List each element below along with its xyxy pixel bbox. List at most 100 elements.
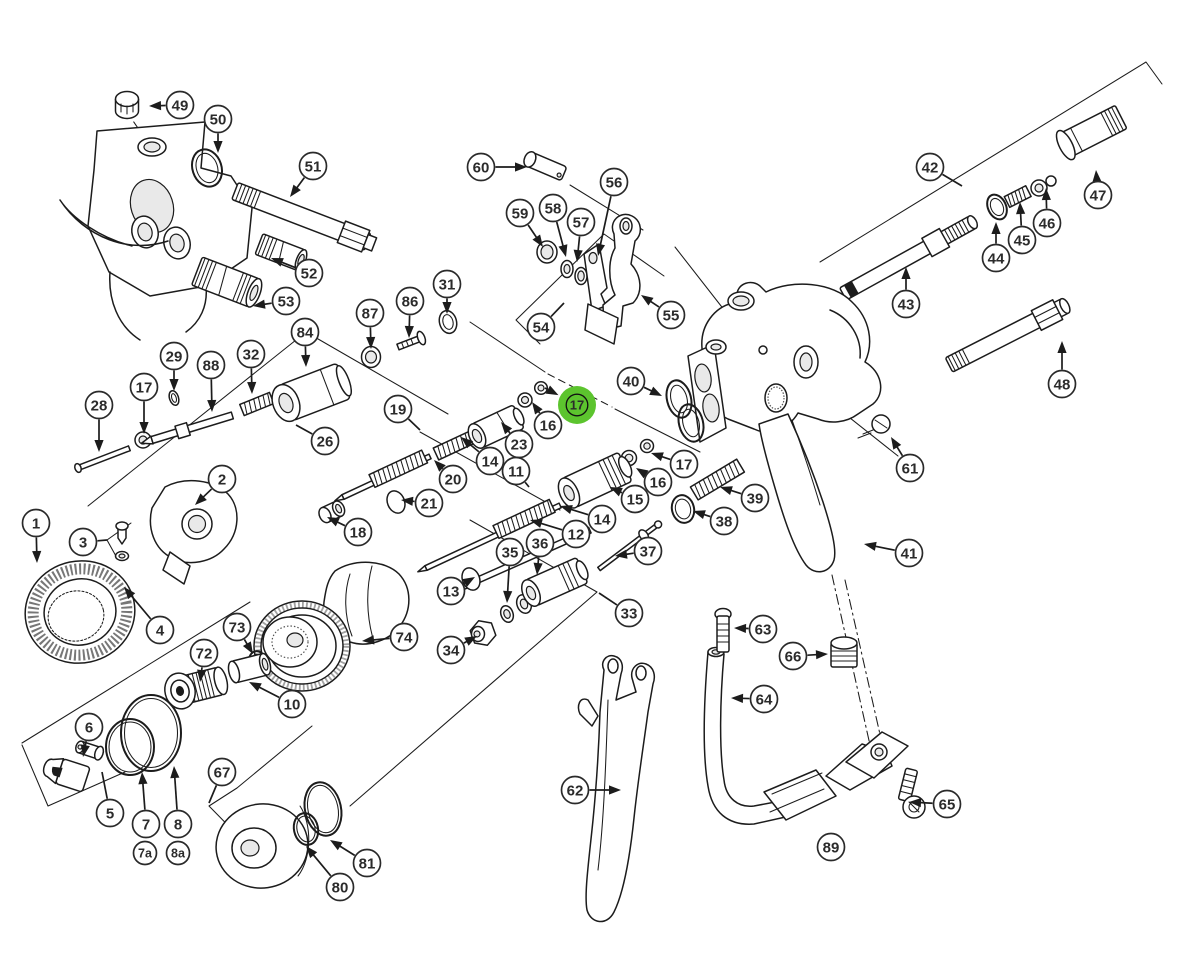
callout-15[interactable]: 15 <box>610 484 650 514</box>
callout-80[interactable]: 80 <box>306 846 355 902</box>
callout-58[interactable]: 58 <box>538 193 568 258</box>
part-15-valve <box>557 452 633 509</box>
callout-34[interactable]: 34 <box>436 635 478 665</box>
callout-50[interactable]: 50 <box>203 104 233 154</box>
callout-56[interactable]: 56 <box>596 167 629 257</box>
callout-29[interactable]: 29 <box>159 341 189 392</box>
callout-20[interactable]: 20 <box>434 460 468 494</box>
callout-43[interactable]: 43 <box>891 267 921 319</box>
part-1-ring <box>24 560 136 664</box>
callout-16[interactable]: 16 <box>636 467 673 497</box>
callout-number: 86 <box>402 293 419 310</box>
callout-28[interactable]: 28 <box>84 390 114 453</box>
callout-51[interactable]: 51 <box>290 151 328 198</box>
part-61-screw <box>857 414 891 439</box>
callout-38[interactable]: 38 <box>693 506 739 536</box>
callout-62[interactable]: 62 <box>560 775 622 805</box>
callout-number: 59 <box>512 205 529 222</box>
callout-11[interactable]: 11 <box>501 456 531 488</box>
callout-14[interactable]: 14 <box>560 504 617 534</box>
callout-number: 38 <box>716 513 733 530</box>
callout-12[interactable]: 12 <box>530 519 591 549</box>
callout-16[interactable]: 16 <box>532 402 563 440</box>
callout-64[interactable]: 64 <box>731 684 779 714</box>
callout-55[interactable]: 55 <box>641 295 686 330</box>
callout-10[interactable]: 10 <box>249 682 307 719</box>
callout-13[interactable]: 13 <box>436 576 476 606</box>
callout-72[interactable]: 72 <box>189 638 219 683</box>
callout-89[interactable]: 89 <box>816 832 846 862</box>
callout-number: 61 <box>902 460 919 477</box>
callout-49[interactable]: 49 <box>149 90 195 120</box>
callout-63[interactable]: 63 <box>734 614 778 644</box>
callout-44[interactable]: 44 <box>981 222 1011 273</box>
callout-number: 56 <box>606 174 623 191</box>
callout-32[interactable]: 32 <box>236 339 266 395</box>
callout-54[interactable]: 54 <box>526 302 565 342</box>
callout-52[interactable]: 52 <box>271 258 324 288</box>
callout-17[interactable]: 17 <box>129 372 159 435</box>
callout-74[interactable]: 74 <box>362 622 419 652</box>
callout-5[interactable]: 5 <box>95 771 125 828</box>
callout-53[interactable]: 53 <box>253 286 301 316</box>
part-2-housing <box>149 480 238 585</box>
callout-7[interactable]: 7 <box>131 772 161 839</box>
callout-45[interactable]: 45 <box>1007 202 1037 255</box>
part-14-spring-a <box>432 428 480 461</box>
callout-61[interactable]: 61 <box>891 437 925 483</box>
callout-26[interactable]: 26 <box>295 424 340 456</box>
callout-87[interactable]: 87 <box>355 298 385 350</box>
callout-7a[interactable]: 7a <box>132 840 158 866</box>
part-5-nozzle <box>42 757 91 793</box>
callout-18[interactable]: 18 <box>327 517 373 547</box>
part-18-cap <box>318 500 346 524</box>
callout-number: 81 <box>359 855 376 872</box>
callout-37[interactable]: 37 <box>615 536 663 566</box>
callout-47[interactable]: 47 <box>1083 170 1113 210</box>
callout-39[interactable]: 39 <box>720 483 770 513</box>
part-66-canister <box>830 636 858 668</box>
callout-17[interactable]: 17 <box>651 449 699 479</box>
callout-81[interactable]: 81 <box>330 840 382 878</box>
callout-3[interactable]: 3 <box>68 527 108 557</box>
callout-66[interactable]: 66 <box>778 641 829 671</box>
callout-number: 72 <box>196 645 213 662</box>
callout-35[interactable]: 35 <box>495 537 525 604</box>
callout-31[interactable]: 31 <box>432 269 462 315</box>
callout-number: 19 <box>390 401 407 418</box>
callout-33[interactable]: 33 <box>598 592 644 628</box>
callout-42[interactable]: 42 <box>915 152 963 187</box>
callout-6[interactable]: 6 <box>74 712 104 758</box>
callout-number: 17 <box>676 456 693 473</box>
callout-14[interactable]: 14 <box>461 437 505 476</box>
callout-84[interactable]: 84 <box>290 317 320 368</box>
callout-73[interactable]: 73 <box>222 612 254 655</box>
callout-59[interactable]: 59 <box>505 198 544 248</box>
callout-number: 26 <box>317 433 334 450</box>
callout-8a[interactable]: 8a <box>165 840 191 866</box>
callout-23[interactable]: 23 <box>501 422 534 459</box>
callout-number: 37 <box>640 543 657 560</box>
callout-1[interactable]: 1 <box>21 508 51 564</box>
callout-86[interactable]: 86 <box>395 286 425 339</box>
callout-36[interactable]: 36 <box>525 528 555 576</box>
callout-4[interactable]: 4 <box>124 587 175 645</box>
callout-46[interactable]: 46 <box>1032 188 1062 238</box>
callout-57[interactable]: 57 <box>566 207 596 263</box>
part-60-pin <box>523 150 567 181</box>
callout-67[interactable]: 67 <box>207 757 237 804</box>
callout-19[interactable]: 19 <box>383 394 421 431</box>
callout-65[interactable]: 65 <box>909 789 962 819</box>
callout-17-highlighted[interactable]: 17 <box>544 385 596 424</box>
part-39-spring <box>689 458 746 501</box>
callout-number: 7 <box>142 816 150 833</box>
callout-88[interactable]: 88 <box>196 350 226 413</box>
callout-60[interactable]: 60 <box>466 152 528 182</box>
callout-2[interactable]: 2 <box>195 464 237 506</box>
callout-number: 73 <box>229 619 246 636</box>
callout-8[interactable]: 8 <box>163 766 193 839</box>
callout-21[interactable]: 21 <box>401 488 444 518</box>
callout-41[interactable]: 41 <box>864 538 924 568</box>
callout-40[interactable]: 40 <box>616 366 663 397</box>
callout-48[interactable]: 48 <box>1047 341 1077 399</box>
